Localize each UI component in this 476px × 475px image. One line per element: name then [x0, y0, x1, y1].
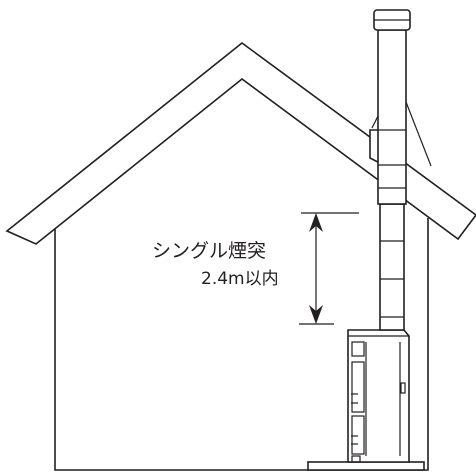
dimension-arrow	[309, 213, 323, 324]
house-walls	[54, 218, 429, 471]
wood-stove	[347, 329, 410, 463]
chimney-cap	[373, 9, 411, 31]
stove-base	[307, 461, 425, 471]
double-wall-chimney	[377, 29, 407, 205]
distance-label: 2.4m以内	[201, 269, 279, 289]
single-chimney-pipe	[379, 203, 405, 331]
roof	[5, 41, 476, 245]
single-chimney-label: シングル煙突	[152, 240, 267, 262]
